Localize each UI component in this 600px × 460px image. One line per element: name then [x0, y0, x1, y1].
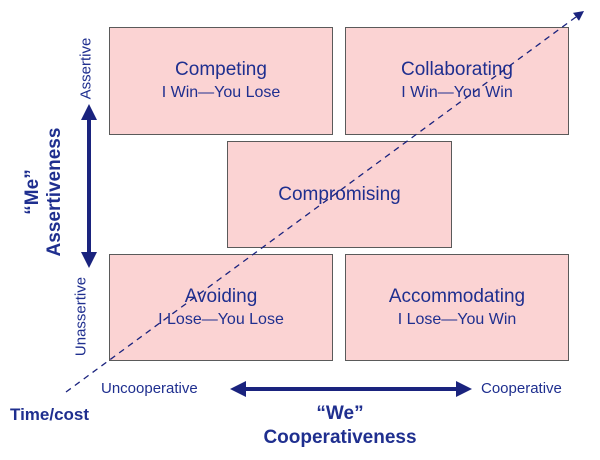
collaborating-title: Collaborating — [401, 59, 513, 80]
uncooperative-label: Uncooperative — [101, 380, 198, 397]
unassertive-label: Unassertive — [72, 276, 90, 357]
competing-title: Competing — [175, 59, 267, 80]
cooperative-label: Cooperative — [481, 380, 562, 397]
we-cooperativeness-title: “We” Cooperativeness — [240, 402, 440, 450]
collaborating-box: Collaborating I Win—You Win — [345, 27, 569, 135]
avoiding-subtitle: I Lose—You Lose — [158, 310, 284, 328]
accommodating-title: Accommodating — [388, 285, 526, 307]
diagonal-dashed-arrow — [65, 11, 585, 393]
competing-subtitle: I Win—You Lose — [161, 84, 281, 101]
compromising-box: Compromising — [227, 141, 452, 248]
competing-box: Competing I Win—You Lose — [109, 27, 333, 135]
cooperativeness-label: Cooperativeness — [263, 427, 417, 448]
horizontal-arrow-head-left — [230, 381, 246, 397]
horizontal-arrow-head-right — [456, 381, 472, 397]
time-cost-label: Time/cost — [10, 405, 90, 424]
vertical-arrow-head-down — [81, 252, 97, 268]
vertical-arrow-head-up — [81, 104, 97, 120]
accommodating-box: Accommodating I Lose—You Win — [345, 254, 569, 361]
assertive-label: Assertive — [77, 37, 95, 100]
compromising-title: Compromising — [278, 183, 401, 205]
me-label: “Me” — [22, 169, 43, 215]
collaborating-subtitle: I Win—You Win — [401, 84, 513, 101]
me-assertiveness-title: “Me” Assertiveness — [22, 117, 66, 267]
accommodating-subtitle: I Lose—You Win — [397, 310, 517, 328]
we-label: “We” — [316, 403, 364, 424]
assertiveness-label: Assertiveness — [44, 127, 65, 257]
